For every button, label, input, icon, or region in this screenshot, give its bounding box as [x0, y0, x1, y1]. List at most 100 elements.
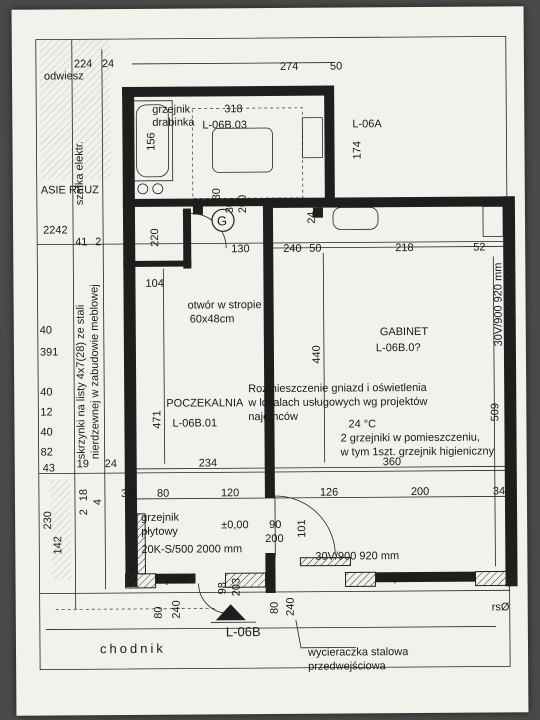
dim-471: 471: [151, 410, 163, 428]
left-dimensions: 2242 41 2 40 391 40 12 40 82 43 230 142 …: [40, 224, 104, 554]
dim-43: 43: [43, 463, 55, 475]
note-temperature: 24 °C: [348, 418, 376, 430]
dim-240c: 240: [285, 597, 297, 615]
dim-12: 12: [40, 407, 52, 419]
floor-plan: 274 50 318 224 24 156 174 80 30 200 220 …: [35, 35, 518, 673]
dim-18: 18: [78, 489, 90, 501]
dim-200c: 200: [265, 533, 283, 545]
dim-19: 19: [77, 458, 89, 470]
mid-dimensions: 130 240 50 218 52 24 104 440 471 509 234…: [77, 211, 502, 470]
dim-224: 224: [74, 58, 92, 70]
dim-274: 274: [280, 61, 298, 73]
section-code: L-06B: [226, 624, 261, 639]
dim-30: 30: [224, 201, 236, 213]
note-grzejnik-plytowy-2: płytowy: [141, 526, 178, 538]
annotations: grzejnik drabinka otwór w stropie 60x48c…: [41, 70, 510, 673]
room-name-gabinet: GABINET: [380, 326, 429, 338]
note-grzejnik-spec: 20K-S/500 2000 mm: [141, 543, 242, 556]
dim-218: 218: [395, 242, 413, 254]
dim-220: 220: [149, 228, 161, 246]
top-dimensions: 274 50 318 224 24 156 174 80 30 200 220: [74, 58, 364, 247]
dim-82: 82: [41, 447, 53, 459]
note-otwor-1: otwór w stropie: [188, 299, 262, 312]
dim-156: 156: [145, 132, 157, 150]
note-grzejniki-2: w tym 1szt. grzejnik higieniczny: [340, 445, 495, 458]
dim-90: 90: [269, 519, 281, 531]
note-skrzynki-2: nierdzewnej w zabudowie meblowej: [88, 284, 101, 459]
room-code-gabinet: L-06B.0?: [376, 342, 421, 354]
bottom-dimensions: 34 80 120 126 200 34 90 200 101 80 240 9…: [121, 485, 505, 618]
note-grzejniki-1: 2 grzejniki w pomieszczeniu,: [341, 432, 480, 445]
note-rozmieszczenie-3: najemców: [248, 411, 298, 423]
dimension-lines: [131, 62, 515, 567]
note-skrzynki-1: skrzynki na listy 4x7(28) ze stali: [75, 305, 88, 460]
dim-40c: 40: [40, 427, 52, 439]
note-hp50-right: hp 50: [387, 572, 415, 584]
dim-174: 174: [351, 141, 363, 159]
note-szafka: szafka elektr.: [73, 141, 85, 205]
dim-4: 4: [92, 499, 104, 505]
dim-142: 142: [52, 536, 64, 554]
dim-101: 101: [296, 519, 308, 537]
dim-34: 34: [121, 488, 133, 500]
walls: [122, 85, 518, 594]
dim-203: 203: [231, 578, 243, 596]
dim-24c: 24: [105, 458, 117, 470]
dim-318: 318: [224, 103, 242, 115]
note-grzejnik-plytowy-1: grzejnik: [141, 512, 179, 524]
dim-240b: 240: [171, 600, 183, 618]
dim-120: 120: [221, 487, 239, 499]
room-code-bath: L-06B.03: [202, 119, 247, 131]
dim-440: 440: [311, 345, 323, 363]
dim-52: 52: [473, 241, 485, 253]
dim-240: 240: [283, 243, 301, 255]
note-asie: ASIE REUZ: [41, 184, 99, 196]
dim-234: 234: [199, 457, 217, 469]
dim-40b: 40: [40, 387, 52, 399]
dim-126: 126: [320, 487, 338, 499]
dim-391: 391: [40, 346, 58, 358]
bathroom-fixtures: [131, 100, 504, 237]
dim-80: 80: [211, 188, 223, 200]
dim-41: 41: [75, 236, 87, 248]
drawing-sheet: 274 50 318 224 24 156 174 80 30 200 220 …: [11, 6, 529, 716]
note-chodnik: chodnik: [100, 641, 166, 656]
note-otwor-2: 60x48cm: [190, 313, 235, 325]
note-radiator-right: 30V/900 920 mm: [492, 263, 505, 347]
dim-80b: 80: [157, 488, 169, 500]
dim-40: 40: [40, 325, 52, 337]
dim-24: 24: [102, 58, 114, 70]
note-wycieraczka-2: przedwejściowa: [308, 660, 387, 673]
dim-200: 200: [237, 195, 249, 213]
g-mark: G: [217, 213, 227, 228]
dim-2b: 2: [78, 509, 90, 515]
radiators: [136, 255, 516, 575]
dim-50: 50: [330, 60, 342, 72]
leader-wycieraczka: [295, 619, 357, 649]
dim-230: 230: [42, 511, 54, 529]
dim-2242: 2242: [43, 224, 68, 236]
note-rs: rsØ: [492, 601, 510, 613]
dim-24b: 24: [306, 211, 318, 223]
dim-509: 509: [489, 403, 501, 421]
room-code-poczekalnia: L-06B.01: [172, 417, 217, 429]
room-labels: GABINET L-06B.0? POCZEKALNIA L-06B.01 L-…: [166, 118, 429, 639]
note-radiator-bottom: 30V/900 920 mm: [315, 550, 399, 563]
room-code-neighbor: L-06A: [352, 118, 382, 130]
dim-104: 104: [145, 278, 163, 290]
dim-50b: 50: [309, 243, 321, 255]
note-hp50-left: hp 50: [159, 574, 187, 586]
left-hatch: [39, 39, 111, 580]
dim-360: 360: [383, 456, 401, 468]
note-odwiesz: odwiesz: [44, 70, 84, 82]
note-wycieraczka-1: wycieraczka stalowa: [307, 646, 409, 659]
dim-200b: 200: [411, 486, 429, 498]
dim-80d: 80: [269, 602, 281, 614]
note-rozmieszczenie-1: Rozmieszczenie gniazd i oświetlenia: [248, 382, 427, 395]
section-marker: [210, 208, 256, 623]
dim-98: 98: [217, 582, 229, 594]
note-grzejnik-drabinka-1: grzejnik: [152, 104, 190, 116]
note-grzejnik-drabinka-2: drabinka: [152, 117, 195, 129]
dim-2: 2: [95, 236, 101, 248]
dim-34b: 34: [493, 485, 505, 497]
